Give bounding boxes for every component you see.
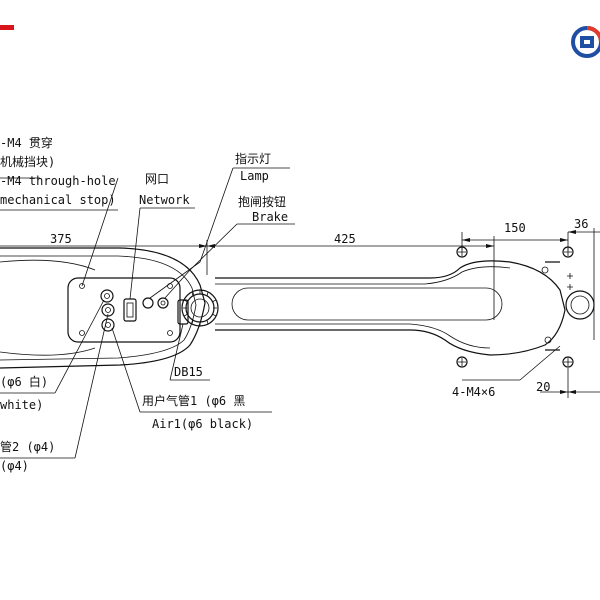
joint2-motor <box>181 289 219 327</box>
label-m4-through-en: -M4 through-hole <box>0 174 116 188</box>
arm2-link <box>231 287 503 321</box>
dim-150-text: 150 <box>504 221 526 235</box>
mounting-holes <box>456 246 574 368</box>
network-port <box>123 298 137 322</box>
label-brake-cn: 抱闸按钮 <box>238 194 286 209</box>
dim-36 <box>568 228 600 340</box>
lamp-indicator <box>142 297 154 309</box>
label-brake-en: Brake <box>252 210 288 224</box>
dim-36-text: 36 <box>574 217 588 231</box>
leader-lines <box>0 167 561 459</box>
label-mech-stop-en: mechanical stop) <box>0 193 116 207</box>
label-holes-4m4: 4-M4×6 <box>452 385 495 399</box>
label-air2-cn: 管2 (φ4) <box>0 439 55 454</box>
label-air1-cn: 用户气管1 (φ6 黑 <box>142 393 245 408</box>
dim-425 <box>207 236 495 320</box>
label-phi6-white-cn: (φ6 白) <box>0 374 48 389</box>
arm2-outline <box>215 260 566 356</box>
air-fitting-mid <box>101 303 115 317</box>
air-fitting-bottom <box>101 318 115 332</box>
brake-button <box>157 297 169 309</box>
air-fitting-top <box>100 289 114 303</box>
joint3-end <box>545 261 595 351</box>
dim-375-text: 375 <box>50 232 72 246</box>
label-network-en: Network <box>139 193 190 207</box>
dim-20-text: 20 <box>536 380 550 394</box>
label-mech-stop-cn: 机械挡块) <box>0 154 55 169</box>
company-logo <box>571 26 600 58</box>
arm1-inner-outline <box>0 255 197 361</box>
connector-panel <box>67 277 181 343</box>
dim-20 <box>540 368 600 398</box>
brand-accent-bar <box>0 25 14 30</box>
label-lamp-en: Lamp <box>240 169 269 183</box>
label-phi6-white-en: white) <box>0 398 43 412</box>
dim-425-text: 425 <box>334 232 356 246</box>
label-air2-en: (φ4) <box>0 459 29 473</box>
label-network-cn: 网口 <box>145 172 169 186</box>
dim-150 <box>461 232 569 250</box>
label-air1-en: Air1(φ6 black) <box>152 417 253 431</box>
label-db15: DB15 <box>174 365 203 379</box>
label-lamp-cn: 指示灯 <box>235 151 271 166</box>
label-m4-through-cn: -M4 贯穿 <box>0 135 53 150</box>
